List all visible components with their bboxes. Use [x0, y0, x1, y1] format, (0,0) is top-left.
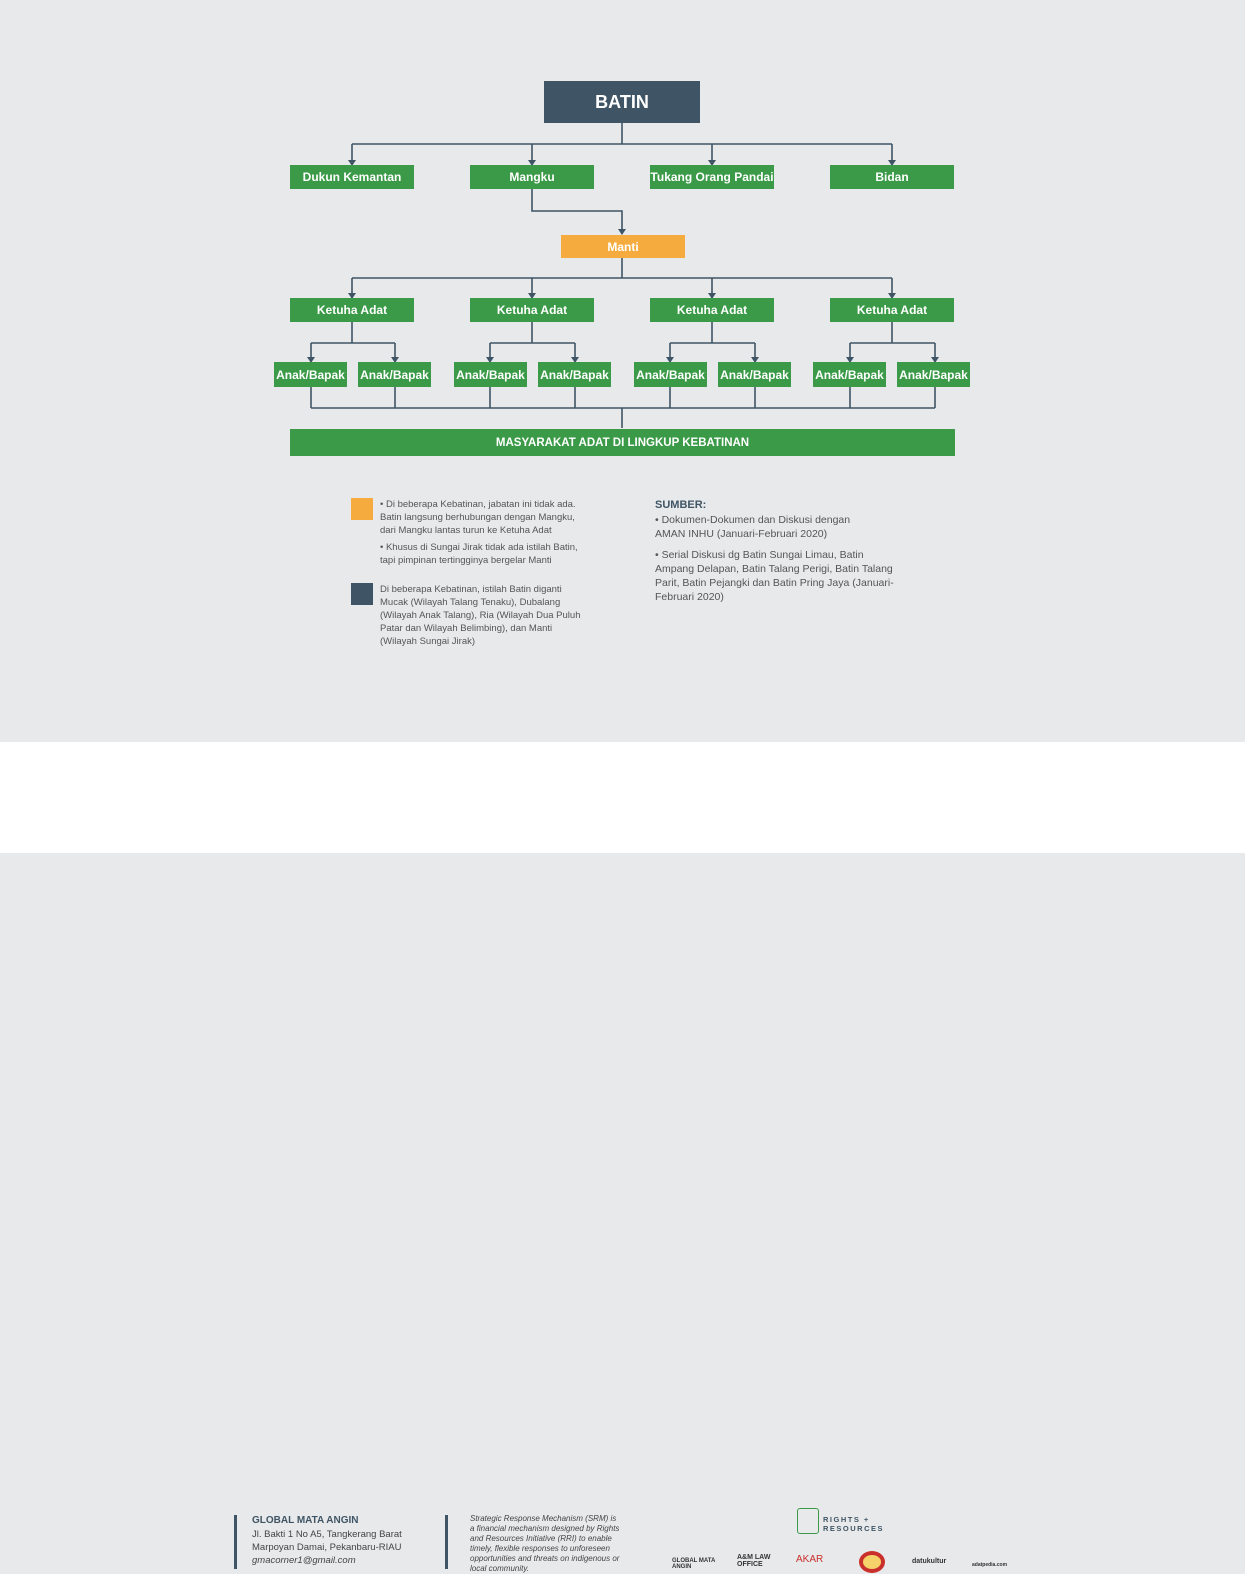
footer-srm-text: Strategic Response Mechanism (SRM) is a … — [470, 1514, 620, 1573]
partner-logo-akar: AKAR — [796, 1554, 824, 1565]
partner-logo-adatpedia: adatpedia.com — [972, 1562, 1008, 1568]
node-anak-bapak: Anak/Bapak — [897, 362, 970, 387]
node-anak-bapak: Anak/Bapak — [274, 362, 347, 387]
node-ketuha-adat: Ketuha Adat — [290, 298, 414, 322]
footer-email[interactable]: gmacorner1@gmail.com — [252, 1555, 356, 1566]
node-ketuha-adat: Ketuha Adat — [470, 298, 594, 322]
footer: GLOBAL MATA ANGIN Jl. Bakti 1 No A5, Tan… — [0, 742, 1245, 1573]
rights-resources-logo-icon — [797, 1508, 819, 1534]
node-bidan: Bidan — [830, 165, 954, 189]
node-dukun-kemantan: Dukun Kemantan — [290, 165, 414, 189]
connector-lines — [307, 123, 939, 428]
legend-swatch-orange — [351, 498, 373, 520]
partner-logo-datukultur: datukultur — [912, 1558, 947, 1565]
node-anak-bapak: Anak/Bapak — [454, 362, 527, 387]
rr-logo-text: RESOURCES — [823, 1524, 885, 1533]
legend-slate-text: Di beberapa Kebatinan, istilah Batin dig… — [380, 584, 581, 647]
node-anak-bapak: Anak/Bapak — [813, 362, 886, 387]
node-anak-bapak: Anak/Bapak — [538, 362, 611, 387]
node-mangku: Mangku — [470, 165, 594, 189]
node-anak-bapak: Anak/Bapak — [718, 362, 791, 387]
legend-orange-item: • Khusus di Sungai Jirak tidak ada istil… — [380, 542, 578, 566]
sources-title: SUMBER: — [655, 499, 707, 511]
footer-address-line: Jl. Bakti 1 No A5, Tangkerang Barat — [252, 1529, 402, 1540]
node-anak-bapak: Anak/Bapak — [634, 362, 707, 387]
footer-org-name: GLOBAL MATA ANGIN — [252, 1515, 359, 1526]
footer-address-line: Marpoyan Damai, Pekanbaru-RIAU — [252, 1542, 402, 1553]
rr-logo-text: RIGHTS + — [823, 1515, 870, 1524]
source-item: • Serial Diskusi dg Batin Sungai Limau, … — [655, 549, 894, 603]
legend-orange-text: • Di beberapa Kebatinan, jabatan ini tid… — [380, 498, 590, 571]
node-manti: Manti — [561, 235, 685, 258]
node-tukang-orang-pandai: Tukang Orang Pandai — [650, 165, 774, 189]
node-batin: BATIN — [544, 81, 700, 123]
source-item: • Dokumen-Dokumen dan Diskusi dengan AMA… — [655, 514, 851, 540]
legend-orange-item: • Di beberapa Kebatinan, jabatan ini tid… — [380, 499, 576, 536]
partner-logo-global-mata-angin: GLOBAL MATA ANGIN — [672, 1558, 716, 1570]
node-ketuha-adat: Ketuha Adat — [650, 298, 774, 322]
footer-divider — [445, 1515, 448, 1569]
node-masyarakat-adat: MASYARAKAT ADAT DI LINGKUP KEBATINAN — [290, 429, 955, 456]
node-anak-bapak: Anak/Bapak — [358, 362, 431, 387]
org-chart-area: BATIN Dukun Kemantan Mangku Tukang Orang… — [0, 0, 1245, 742]
partner-seal-icon — [859, 1551, 885, 1573]
node-ketuha-adat: Ketuha Adat — [830, 298, 954, 322]
legend-swatch-slate — [351, 583, 373, 605]
footer-divider — [234, 1515, 237, 1569]
partner-logo-am-law-office: A&M LAW OFFICE — [737, 1554, 771, 1568]
